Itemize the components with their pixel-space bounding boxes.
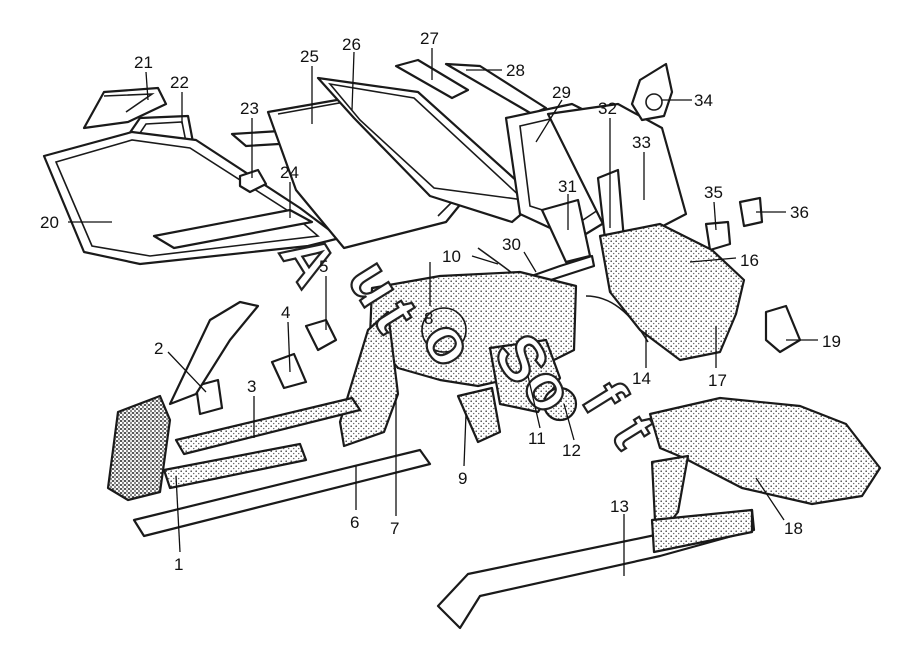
callout-30: 30 <box>502 235 521 254</box>
part-19-bracket <box>764 304 802 354</box>
callout-20: 20 <box>40 213 59 232</box>
part-front-inner-panel <box>106 300 260 502</box>
part-17-rear-panel <box>598 222 746 362</box>
callout-25: 25 <box>300 47 319 66</box>
callout-6: 6 <box>350 513 359 532</box>
part-1-rocker-inner <box>162 442 308 490</box>
callout-16: 16 <box>740 251 759 270</box>
part-26-rear-seal <box>316 76 540 224</box>
part-28-moulding-strip <box>444 62 548 116</box>
callout-4: 4 <box>281 303 290 322</box>
callout-24: 24 <box>280 163 299 182</box>
leader-18 <box>755 477 785 521</box>
callout-7: 7 <box>390 519 399 538</box>
callout-27: 27 <box>420 29 439 48</box>
callout-21: 21 <box>134 53 153 72</box>
callout-3: 3 <box>247 377 256 396</box>
leader-21 <box>145 71 149 101</box>
leader-30 <box>523 251 537 273</box>
callout-13: 13 <box>610 497 629 516</box>
leader-2 <box>167 351 207 393</box>
callout-32: 32 <box>598 99 617 118</box>
callout-33: 33 <box>632 133 651 152</box>
part-12-mechanism <box>542 386 578 422</box>
callout-8: 8 <box>424 309 433 328</box>
callout-23: 23 <box>240 99 259 118</box>
part-35-bracket <box>704 220 732 252</box>
callout-31: 31 <box>558 177 577 196</box>
leader-35 <box>713 201 717 231</box>
leader-12 <box>563 403 575 441</box>
leader-16 <box>689 257 737 263</box>
leader-9 <box>463 413 467 467</box>
callout-26: 26 <box>342 35 361 54</box>
callout-28: 28 <box>506 61 525 80</box>
callout-labels: 1 2 3 4 5 6 7 8 9 10 11 12 13 14 16 17 1… <box>40 29 841 574</box>
callout-2: 2 <box>154 339 163 358</box>
leader-lines <box>68 48 818 576</box>
callout-18: 18 <box>784 519 803 538</box>
part-4-bracket <box>270 352 308 390</box>
callout-10: 10 <box>442 247 461 266</box>
callout-35: 35 <box>704 183 723 202</box>
leader-4 <box>287 321 291 373</box>
callout-14: 14 <box>632 369 651 388</box>
part-3-sill-cover <box>174 396 362 456</box>
leader-26 <box>351 51 355 111</box>
part-14-cable <box>585 295 649 343</box>
callout-9: 9 <box>458 469 467 488</box>
callout-22: 22 <box>170 73 189 92</box>
callout-34: 34 <box>694 91 713 110</box>
callout-1: 1 <box>174 555 183 574</box>
leader-11 <box>527 375 541 429</box>
part-9-bracket <box>456 386 502 444</box>
callout-17: 17 <box>708 371 727 390</box>
part-21-quarter-glass <box>82 86 168 130</box>
part-5-plate <box>304 318 338 352</box>
callout-29: 29 <box>552 83 571 102</box>
part-23-clip <box>238 168 268 194</box>
callout-5: 5 <box>319 257 328 276</box>
leader-29 <box>535 99 563 143</box>
leader-1 <box>175 475 181 553</box>
part-13-sill-outer <box>436 508 756 630</box>
leader-10 <box>471 255 499 265</box>
callout-36: 36 <box>790 203 809 222</box>
callout-12: 12 <box>562 441 581 460</box>
callout-11: 11 <box>528 429 546 448</box>
parts-layer <box>42 58 882 630</box>
part-34-lock <box>630 62 674 122</box>
callout-19: 19 <box>822 332 841 351</box>
part-36-bracket <box>738 196 764 228</box>
